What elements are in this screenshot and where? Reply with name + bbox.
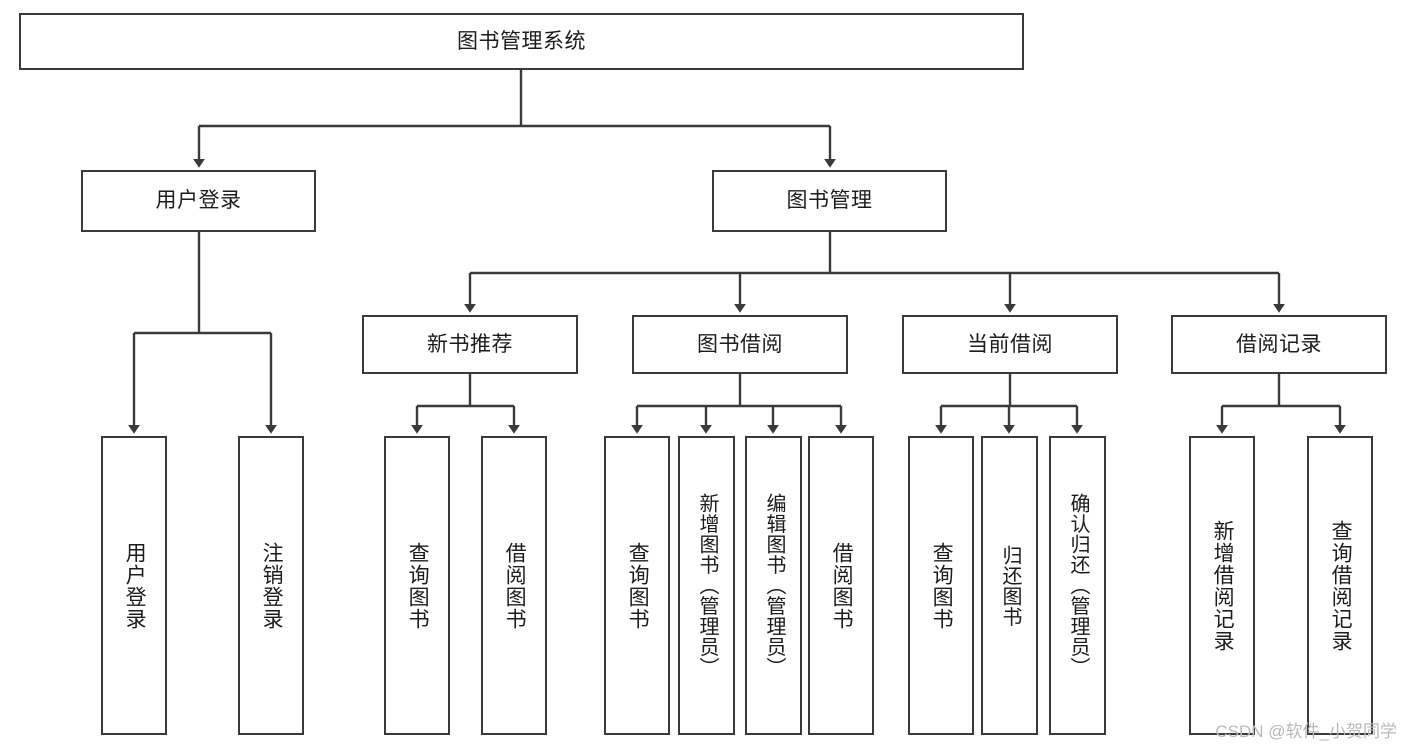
- node-leaf-confirm-return-admin[interactable]: 确认归还（管理员）: [1049, 436, 1106, 735]
- node-label: 确认归还（管理员）: [1067, 493, 1089, 678]
- node-label: 借阅记录: [1236, 332, 1322, 356]
- node-label: 查询图书: [406, 541, 430, 630]
- node-label: 查询借阅记录: [1329, 519, 1353, 652]
- node-leaf-logout[interactable]: 注销登录: [238, 436, 304, 735]
- node-label: 新书推荐: [427, 332, 513, 356]
- node-label: 编辑图书（管理员）: [763, 493, 785, 678]
- node-leaf-query-book-borrowing[interactable]: 查询图书: [604, 436, 670, 735]
- node-leaf-return-book[interactable]: 归还图书: [981, 436, 1038, 735]
- node-label: 归还图书: [999, 544, 1021, 627]
- node-label: 图书借阅: [697, 332, 783, 356]
- node-label: 借阅图书: [830, 541, 854, 630]
- node-label: 借阅图书: [503, 541, 527, 630]
- node-label: 新增借阅记录: [1211, 519, 1235, 652]
- node-new-book-recommendation[interactable]: 新书推荐: [362, 315, 578, 374]
- node-current-borrowing[interactable]: 当前借阅: [902, 315, 1118, 374]
- node-label: 图书管理系统: [457, 29, 586, 53]
- node-label: 查询图书: [626, 541, 650, 630]
- node-label: 当前借阅: [967, 332, 1053, 356]
- node-leaf-borrow-book[interactable]: 借阅图书: [808, 436, 874, 735]
- node-root-book-management-system[interactable]: 图书管理系统: [19, 13, 1024, 70]
- node-leaf-user-login[interactable]: 用户登录: [101, 436, 167, 735]
- node-leaf-add-book-admin[interactable]: 新增图书（管理员）: [678, 436, 735, 735]
- node-label: 查询图书: [930, 541, 954, 630]
- node-label: 用户登录: [123, 541, 147, 630]
- node-label: 图书管理: [786, 189, 873, 213]
- node-leaf-edit-book-admin[interactable]: 编辑图书（管理员）: [745, 436, 802, 735]
- node-borrow-records[interactable]: 借阅记录: [1171, 315, 1387, 374]
- node-label: 注销登录: [260, 541, 284, 630]
- node-leaf-add-borrow-record[interactable]: 新增借阅记录: [1189, 436, 1255, 735]
- node-label: 新增图书（管理员）: [696, 493, 718, 678]
- node-leaf-query-book-recommendation[interactable]: 查询图书: [384, 436, 450, 735]
- node-leaf-query-book-current[interactable]: 查询图书: [908, 436, 974, 735]
- node-book-management[interactable]: 图书管理: [712, 170, 947, 232]
- node-leaf-borrow-book-recommendation[interactable]: 借阅图书: [481, 436, 547, 735]
- node-label: 用户登录: [155, 189, 242, 213]
- node-user-login[interactable]: 用户登录: [81, 170, 316, 232]
- node-book-borrowing[interactable]: 图书借阅: [632, 315, 848, 374]
- csdn-watermark: CSDN @软件_小贺同学: [1215, 722, 1397, 741]
- node-leaf-query-borrow-record[interactable]: 查询借阅记录: [1307, 436, 1373, 735]
